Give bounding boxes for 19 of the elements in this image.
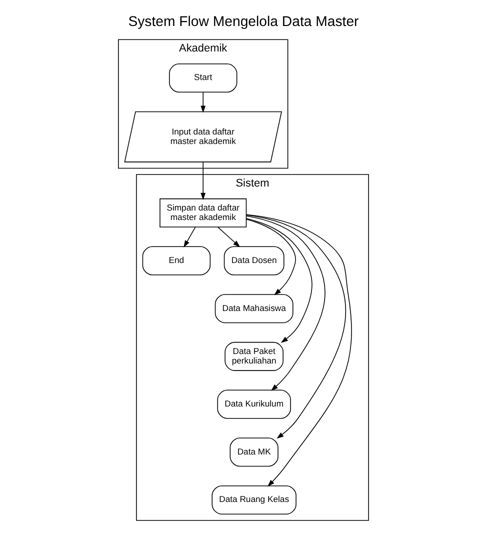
arrow [246, 214, 352, 487]
node-box: End [142, 246, 210, 276]
arrow [245, 216, 325, 391]
arrow [200, 162, 206, 200]
node-box: Data Ruang Kelas [211, 485, 296, 514]
node-box: Start [168, 64, 237, 93]
arrow [246, 214, 346, 439]
node-box: Simpan data daftar master akademik [159, 198, 246, 228]
node-box: Data Kurikulum [216, 390, 290, 419]
arrow [245, 218, 296, 296]
arrow [183, 226, 196, 248]
arrow [216, 226, 240, 248]
node-box: Data Paket perkuliahan [224, 342, 283, 371]
node-box: Data Mahasiswa [214, 294, 293, 324]
arrow [200, 92, 206, 113]
diagram-title: System Flow Mengelola Data Master [128, 12, 358, 29]
node-box: Data Dosen [223, 246, 284, 276]
node-box: Data MK [229, 438, 278, 467]
arrow [245, 218, 312, 343]
